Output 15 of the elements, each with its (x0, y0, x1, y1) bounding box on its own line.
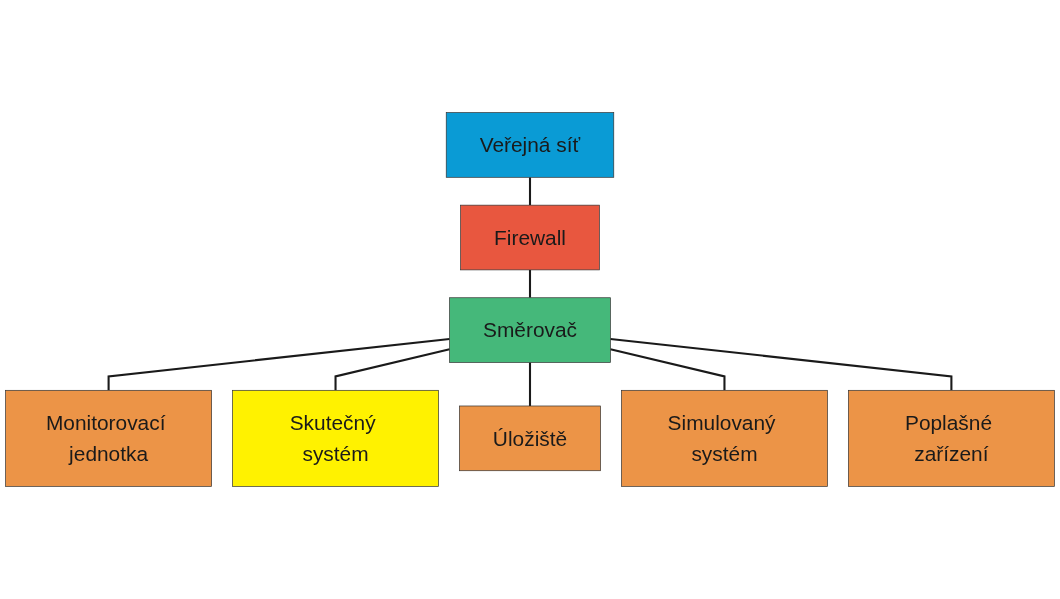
node-box: Simulovaný systém (621, 390, 828, 487)
node-box: Veřejná síť (445, 112, 615, 178)
connector (610, 337, 953, 391)
node-box: Směrovač (449, 297, 611, 363)
node-box: Monitorovací jednotka (5, 390, 212, 487)
node-box: Poplašné zařízení (848, 390, 1055, 487)
node-box: Skutečný systém (232, 390, 439, 487)
connector (334, 348, 450, 391)
node-box: Firewall (460, 204, 600, 271)
connector (528, 177, 532, 206)
node-box: Úložiště (459, 405, 601, 472)
connector (107, 337, 450, 391)
connector (610, 348, 726, 391)
connector (528, 269, 532, 298)
connector (528, 362, 532, 406)
